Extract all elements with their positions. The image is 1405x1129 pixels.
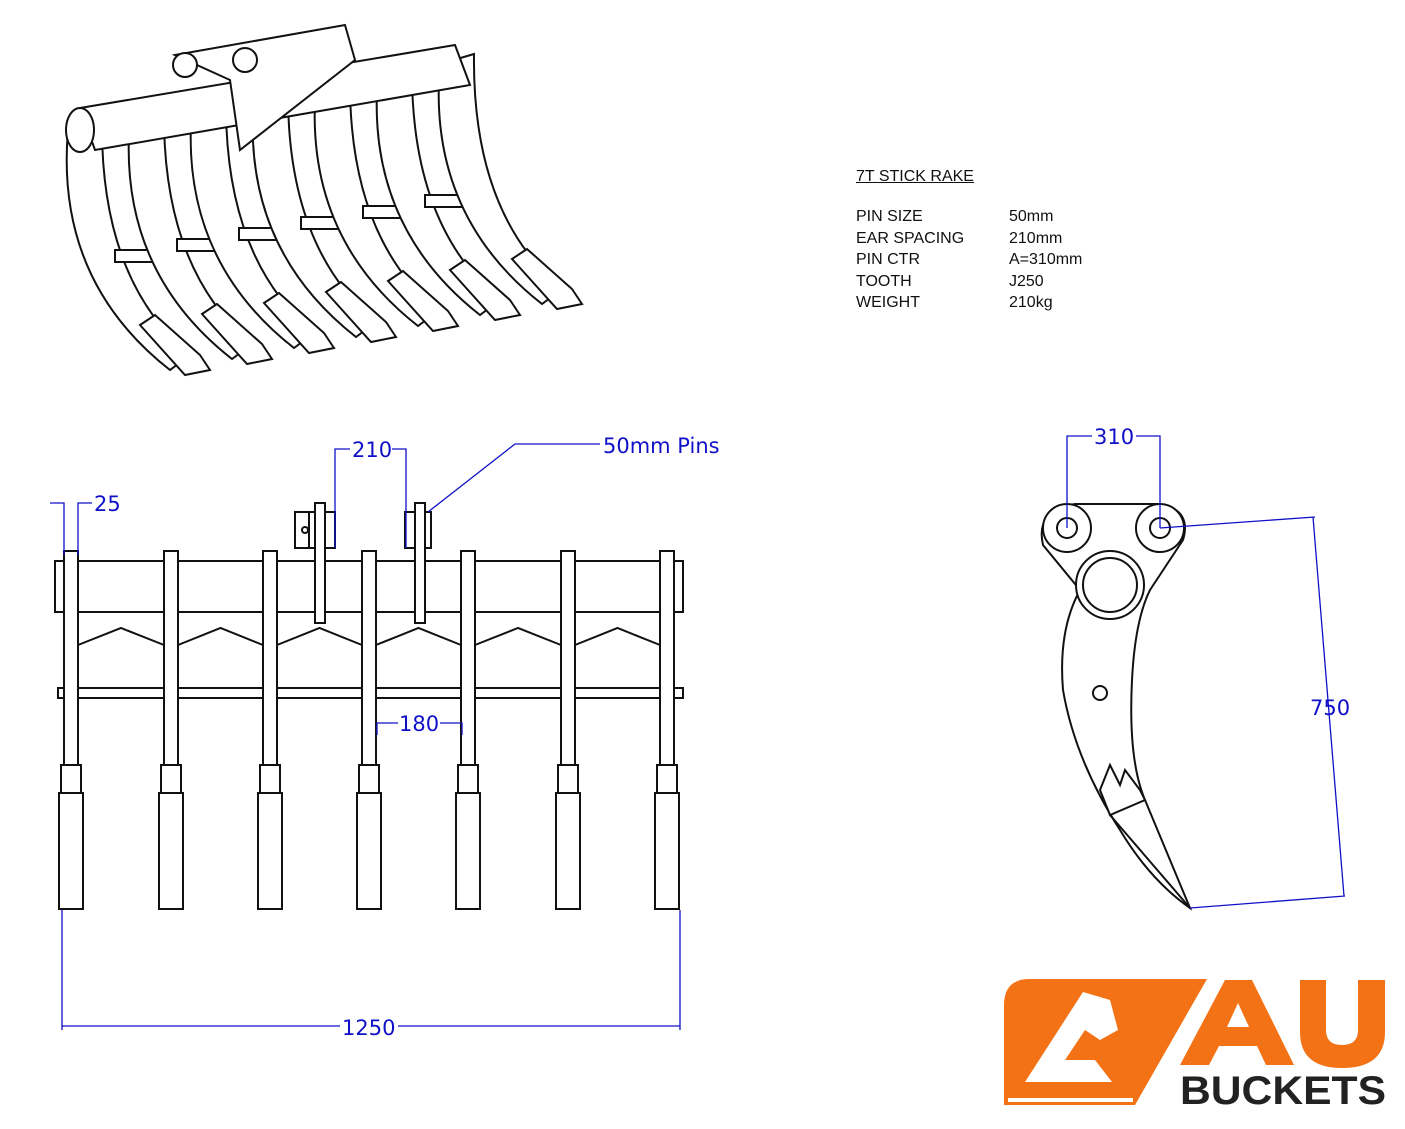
main-boss xyxy=(1082,557,1138,613)
tooth-adapter xyxy=(557,764,579,794)
side-view xyxy=(1040,503,1193,911)
dim-overall-width: 1250 xyxy=(342,1016,395,1040)
tooth-adapter xyxy=(259,764,281,794)
gusset xyxy=(77,626,165,646)
gussets xyxy=(77,626,661,646)
spec-label: PIN CTR xyxy=(856,251,920,268)
gusset xyxy=(375,626,462,646)
spec-row: EAR SPACING 210mm xyxy=(856,230,1082,252)
tine xyxy=(361,550,377,766)
spec-label: PIN SIZE xyxy=(856,208,923,225)
excavator-icon xyxy=(1025,992,1118,1082)
small-hole xyxy=(1092,685,1108,701)
logo-letter-a xyxy=(1180,980,1294,1065)
iso-pin xyxy=(232,47,258,73)
tine xyxy=(63,550,79,766)
iso-hitch xyxy=(171,23,357,152)
dim-ear-spacing: 210 xyxy=(352,438,392,462)
spec-value: 210kg xyxy=(1009,294,1053,311)
tooth xyxy=(257,792,283,910)
tooth-adapter xyxy=(160,764,182,794)
dim-plate-thickness: 25 xyxy=(94,492,121,516)
gusset xyxy=(177,626,264,646)
tooth xyxy=(58,792,84,910)
logo-letter-u xyxy=(1300,980,1385,1068)
isometric-view xyxy=(65,23,584,377)
tooth xyxy=(555,792,581,910)
tooth-adapter xyxy=(656,764,678,794)
iso-tooth xyxy=(324,280,398,344)
gusset xyxy=(574,626,661,646)
spec-table: 7T STICK RAKE PIN SIZE 50mm EAR SPACING 21… xyxy=(856,168,1082,316)
tine xyxy=(460,550,476,766)
tooth xyxy=(455,792,481,910)
tooth xyxy=(654,792,680,910)
tooth xyxy=(158,792,184,910)
ear-plate xyxy=(414,502,426,624)
drawing-title: 7T STICK RAKE xyxy=(856,168,974,185)
dim-pins-note: 50mm Pins xyxy=(603,434,720,458)
logo-mark xyxy=(1180,980,1385,1068)
ear-plate xyxy=(314,502,326,624)
dim-tine-spacing: 180 xyxy=(399,712,439,736)
spec-label: EAR SPACING xyxy=(856,229,965,247)
iso-tooth xyxy=(200,302,274,366)
spec-label: WEIGHT xyxy=(856,294,920,311)
gusset xyxy=(276,626,363,646)
tooth-adapter xyxy=(60,764,82,794)
side-plate xyxy=(1040,503,1193,911)
tine xyxy=(163,550,179,766)
spec-value: 210mm xyxy=(1009,229,1063,247)
spec-label: TOOTH xyxy=(856,272,912,290)
spec-row: TOOTH J250 xyxy=(856,273,1082,295)
spec-value: A=310mm xyxy=(1009,251,1083,268)
logo-badge xyxy=(1004,979,1207,1105)
spec-row: WEIGHT 210kg xyxy=(856,294,1082,316)
tooth xyxy=(356,792,382,910)
iso-tooth xyxy=(510,247,584,311)
spec-value: J250 xyxy=(1009,272,1044,290)
spec-value: 50mm xyxy=(1009,208,1054,225)
tooth-adapter xyxy=(1098,762,1147,817)
iso-tooth xyxy=(262,291,336,355)
iso-pin xyxy=(172,52,198,78)
logo-word: BUCKETS xyxy=(1180,1069,1386,1113)
dim-height: 750 xyxy=(1310,696,1350,720)
side-dimensions: 310 750 xyxy=(1066,425,1350,909)
front-dimensions: 210 50mm Pins 25 180 1250 xyxy=(50,434,720,1040)
spec-row: PIN SIZE 50mm xyxy=(856,208,1082,230)
bucket-teeth xyxy=(1008,1098,1133,1102)
iso-tooth xyxy=(386,269,460,333)
tines xyxy=(58,550,680,910)
front-view xyxy=(54,502,684,910)
iso-tooth xyxy=(448,258,522,322)
tooth-adapter xyxy=(358,764,380,794)
tine xyxy=(262,550,278,766)
tine xyxy=(659,550,675,766)
dim-pin-centres: 310 xyxy=(1094,425,1134,449)
gusset xyxy=(474,626,562,646)
iso-tube-end xyxy=(65,107,95,153)
spec-row: PIN CTR A=310mm xyxy=(856,251,1082,273)
au-buckets-logo: BUCKETS xyxy=(1004,979,1386,1113)
tooth-edge xyxy=(1109,814,1191,909)
tooth-adapter xyxy=(457,764,479,794)
tine xyxy=(560,550,576,766)
iso-tooth xyxy=(138,313,212,377)
